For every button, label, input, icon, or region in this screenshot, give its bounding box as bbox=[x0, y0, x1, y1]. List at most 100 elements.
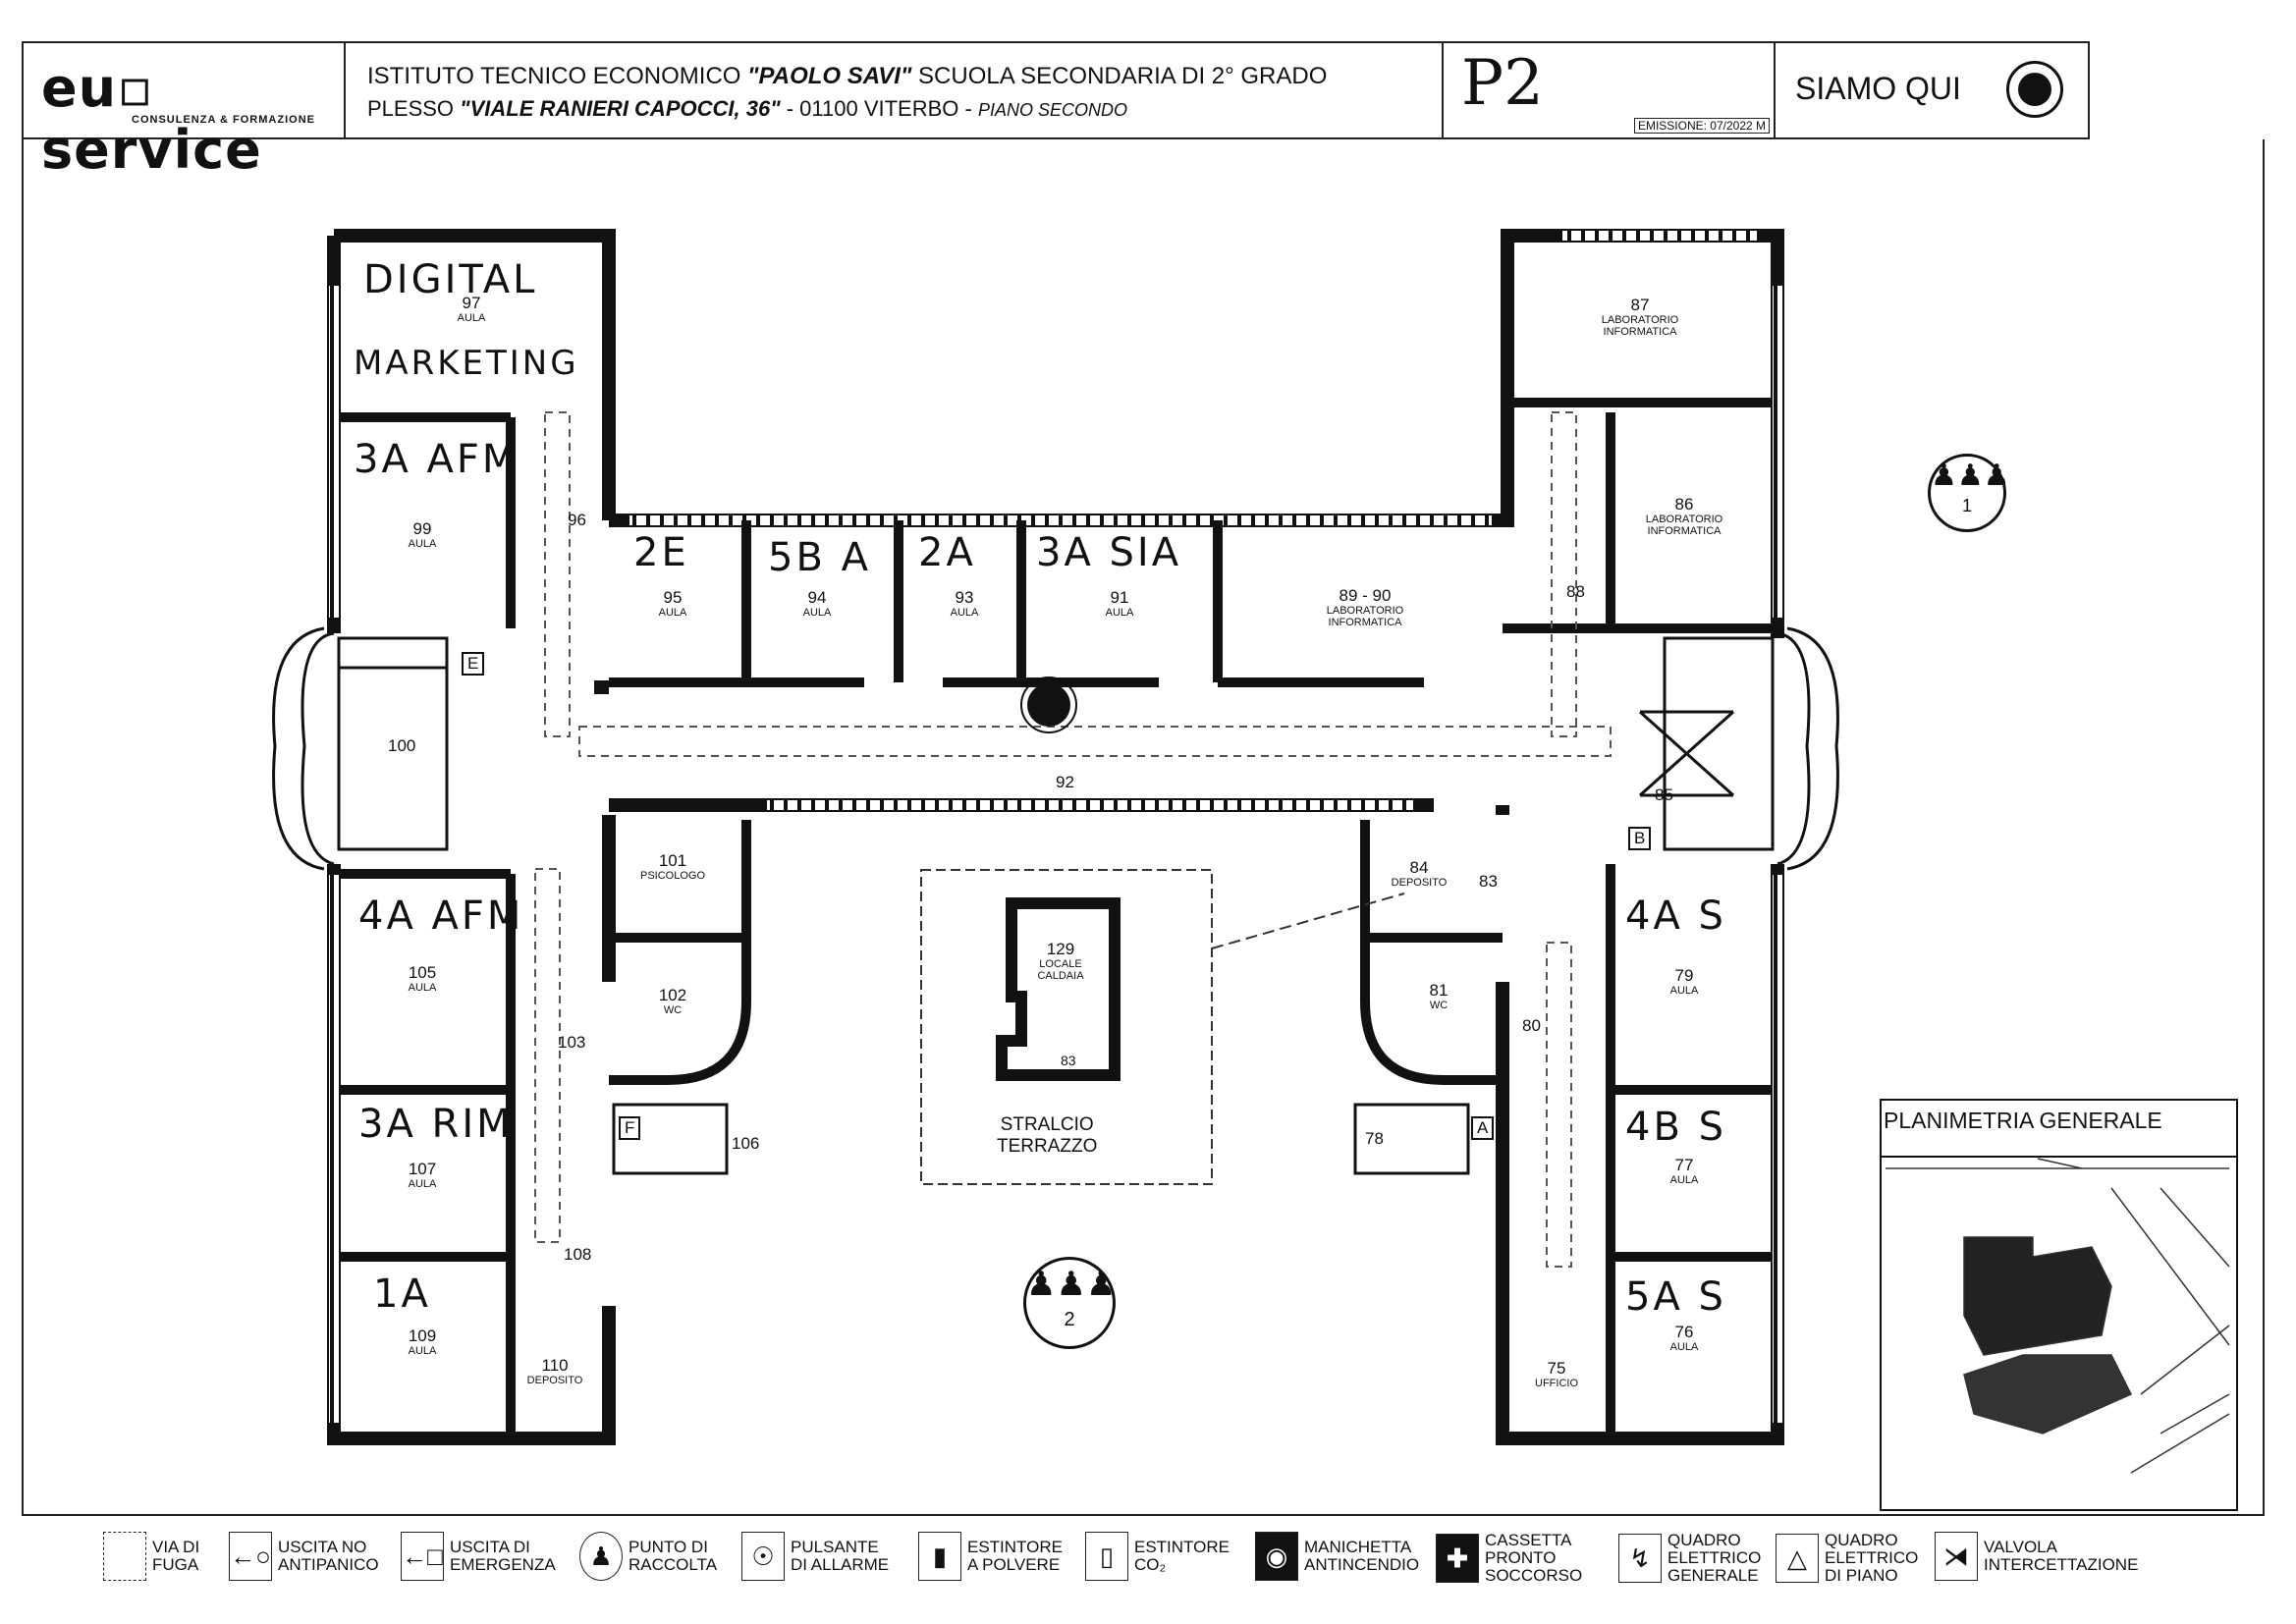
you-are-here-cell: SIAMO QUI bbox=[1774, 41, 2090, 139]
left-wing-wall bbox=[334, 229, 616, 412]
exit-a: A bbox=[1471, 1116, 1495, 1140]
site-plan-title: PLANIMETRIA GENERALE bbox=[1884, 1108, 2162, 1133]
room-94-hand-label: 5B A bbox=[768, 535, 871, 580]
room-88: 88 bbox=[1566, 582, 1585, 601]
floor-code: P2 bbox=[1461, 47, 1544, 120]
terrace-outline bbox=[920, 869, 1213, 1185]
you-are-here-marker bbox=[1027, 683, 1070, 727]
escape-routes bbox=[534, 411, 1612, 1268]
room-106: 106 bbox=[732, 1134, 760, 1153]
room-85: 85 bbox=[1655, 785, 1673, 804]
shutoff-valve-icon: ⧕ bbox=[1935, 1532, 1978, 1581]
legend-shutoff-valve: ⧕ VALVOLA INTERCETTAZIONE bbox=[1935, 1532, 2138, 1581]
first-aid-icon: ✚ bbox=[1436, 1534, 1479, 1583]
boiler-room-wall bbox=[996, 897, 1121, 1081]
room-92: 92 bbox=[1056, 773, 1074, 791]
room-100: 100 bbox=[388, 736, 416, 755]
powder-extinguisher-icon: ▮ bbox=[918, 1532, 961, 1581]
room-97-hand-label: DIGITAL bbox=[363, 257, 538, 302]
right-wing-wall bbox=[1496, 864, 1784, 1445]
legend-first-aid: ✚ CASSETTA PRONTO SOCCORSO bbox=[1436, 1532, 1582, 1585]
emission-date: EMISSIONE: 07/2022 M bbox=[1633, 118, 1770, 134]
title-cell: ISTITUTO TECNICO ECONOMICO "PAOLO SAVI" … bbox=[344, 41, 1444, 139]
room-78: 78 bbox=[1365, 1129, 1384, 1148]
site-plan-map bbox=[1886, 1158, 2230, 1474]
company-tagline: CONSULENZA & FORMAZIONE bbox=[132, 114, 315, 126]
escape-route-icon bbox=[103, 1532, 146, 1581]
room-83: 83 bbox=[1479, 872, 1498, 891]
fire-hose-icon: ◉ bbox=[1255, 1532, 1298, 1581]
west-staircase bbox=[272, 626, 449, 871]
non-panic-exit-icon: ←○ bbox=[229, 1532, 272, 1581]
room-95-hand-label: 2E bbox=[633, 530, 689, 575]
you-are-here-label: SIAMO QUI bbox=[1795, 71, 1961, 106]
legend-fire-hose: ◉ MANICHETTA ANTINCENDIO bbox=[1255, 1532, 1419, 1581]
legend-main-electric-panel: ↯ QUADRO ELETTRICO GENERALE bbox=[1618, 1532, 1761, 1585]
assembly-point-2: ♟♟♟ 2 bbox=[1023, 1257, 1116, 1349]
room-108: 108 bbox=[564, 1245, 592, 1264]
main-electric-panel-icon: ↯ bbox=[1618, 1534, 1662, 1583]
room-91-hand-label: 3A SIA bbox=[1036, 530, 1182, 575]
legend-floor-electric-panel: △ QUADRO ELETTRICO DI PIANO bbox=[1776, 1532, 1918, 1585]
exit-f: F bbox=[619, 1116, 641, 1140]
exit-e: E bbox=[462, 652, 485, 676]
floor-electric-panel-icon: △ bbox=[1776, 1534, 1819, 1583]
east-staircase bbox=[1638, 626, 1839, 871]
room-96: 96 bbox=[568, 511, 586, 529]
logo-cell: eu▫ service CONSULENZA & FORMAZIONE bbox=[22, 41, 346, 181]
legend-powder-extinguisher: ▮ ESTINTORE A POLVERE bbox=[918, 1532, 1063, 1581]
company-logo: eu▫ service bbox=[41, 57, 262, 181]
legend-assembly-point: ♟ PUNTO DI RACCOLTA bbox=[579, 1532, 717, 1581]
legend-non-panic-exit: ←○ USCITA NO ANTIPANICO bbox=[229, 1532, 379, 1581]
room-97-hand-label-2: MARKETING bbox=[354, 344, 579, 383]
legend-alarm-button: ☉ PULSANTE DI ALLARME bbox=[741, 1532, 889, 1581]
room-107-hand-label: 3A RIM bbox=[358, 1102, 514, 1147]
room-103: 103 bbox=[558, 1033, 586, 1052]
external-stairs bbox=[612, 1103, 1470, 1175]
room-109-hand-label: 1A bbox=[373, 1272, 431, 1317]
assembly-people-icon: ♟♟♟ bbox=[1026, 1266, 1117, 1303]
school-title: ISTITUTO TECNICO ECONOMICO "PAOLO SAVI" … bbox=[367, 63, 1328, 89]
you-are-here-icon bbox=[2006, 61, 2063, 118]
room-93-hand-label: 2A bbox=[918, 530, 976, 575]
room-77-hand-label: 4B S bbox=[1625, 1105, 1726, 1150]
room-76-hand-label: 5A S bbox=[1625, 1274, 1726, 1320]
terrace-label: STRALCIO TERRAZZO bbox=[997, 1114, 1098, 1157]
legend-emergency-exit: ←□ USCITA DI EMERGENZA bbox=[401, 1532, 556, 1581]
legend-escape-route: VIA DI FUGA bbox=[103, 1532, 199, 1581]
legend-co2-extinguisher: ▯ ESTINTORE CO₂ bbox=[1085, 1532, 1230, 1581]
building-address: PLESSO "VIALE RANIERI CAPOCCI, 36" - 011… bbox=[367, 96, 1127, 121]
room-80: 80 bbox=[1522, 1016, 1541, 1035]
alarm-button-icon: ☉ bbox=[741, 1532, 785, 1581]
assembly-point-icon: ♟ bbox=[579, 1532, 623, 1581]
map-frame bbox=[22, 139, 2265, 1516]
exit-b: B bbox=[1628, 827, 1652, 850]
room-83-stair: 83 bbox=[1061, 1053, 1076, 1068]
room-99-hand-label: 3A AFM bbox=[354, 437, 519, 482]
room-105-hand-label: 4A AFM bbox=[358, 893, 524, 939]
room-79-hand-label: 4A S bbox=[1625, 893, 1726, 939]
